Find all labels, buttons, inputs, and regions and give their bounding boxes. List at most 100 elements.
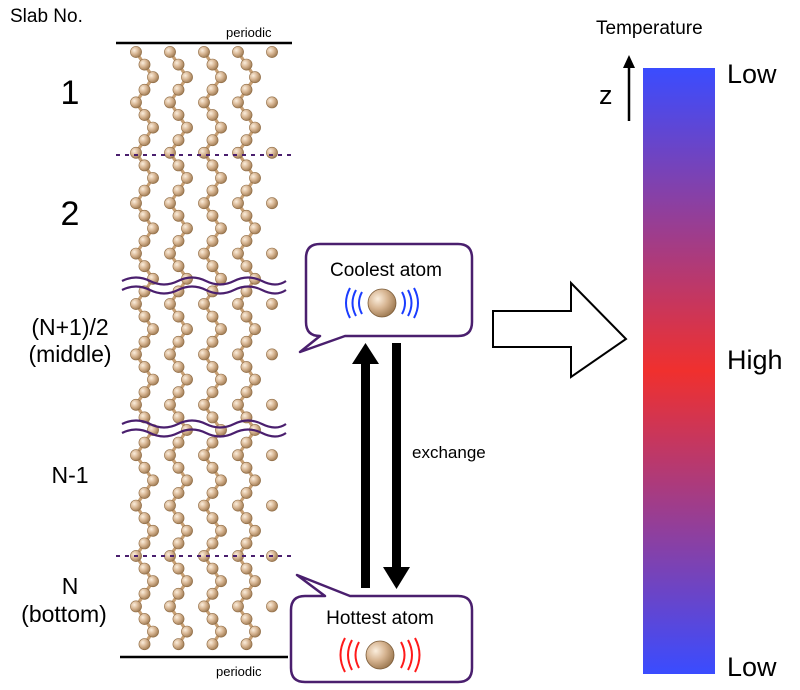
lattice-atom <box>164 247 176 260</box>
lattice-atom <box>240 260 253 273</box>
cool-vibration-waves-icon <box>345 287 419 319</box>
maps-to-arrow-icon <box>492 280 628 379</box>
lattice-atom <box>249 625 261 638</box>
lattice-atom <box>147 323 159 336</box>
slab-label-1: 1 <box>61 74 80 112</box>
lattice-atom <box>266 197 278 210</box>
lattice-atom <box>138 487 151 499</box>
lattice-atom <box>138 109 151 121</box>
lattice-atom <box>172 159 185 172</box>
lattice-atom <box>138 461 151 474</box>
lattice-atom <box>240 436 253 449</box>
lattice-atom <box>249 524 261 537</box>
lattice-atom <box>164 600 176 613</box>
lattice-atom <box>198 398 210 411</box>
lattice-atom <box>138 235 151 247</box>
lattice-atom <box>206 58 219 71</box>
z-axis-label: z <box>599 80 613 110</box>
lattice-atom <box>232 398 244 411</box>
lattice-atom <box>138 83 151 96</box>
lattice-atom <box>249 373 261 386</box>
lattice-atom <box>164 449 176 462</box>
lattice-atom <box>138 613 151 625</box>
lattice-atom <box>206 562 219 575</box>
lattice-atoms <box>130 46 278 651</box>
coolest-atom-icon <box>367 288 397 318</box>
lattice-atom <box>215 121 227 134</box>
slab-label-n-minus-1: N-1 <box>51 462 88 488</box>
lattice-atom <box>232 298 244 310</box>
lattice-atom <box>164 197 176 210</box>
lattice-atom <box>172 58 185 71</box>
lattice-atom <box>206 436 219 449</box>
lattice-atom <box>198 348 210 361</box>
lattice-atom <box>172 562 185 575</box>
exchange-down-arrow <box>383 343 410 589</box>
lattice-atom <box>215 71 227 84</box>
lattice-atom <box>206 487 219 499</box>
lattice-atom <box>172 235 185 247</box>
lattice-atom <box>206 235 219 247</box>
lattice-atom <box>198 197 210 210</box>
lattice-atom <box>130 247 142 260</box>
lattice-atom <box>147 222 159 235</box>
lattice-atom <box>181 121 193 134</box>
lattice-atom <box>138 260 151 273</box>
lattice-atom <box>172 512 185 525</box>
lattice-atom <box>198 499 210 512</box>
lattice-atom <box>215 222 227 235</box>
lattice-atom <box>138 512 151 525</box>
lattice-atom <box>147 625 159 638</box>
lattice-atom <box>215 524 227 537</box>
lattice-atom <box>172 361 185 373</box>
lattice-atom <box>198 247 210 260</box>
lattice-atom <box>172 184 185 197</box>
lattice-atom <box>206 613 219 625</box>
lattice-atom <box>249 323 261 336</box>
coolest-atom-label: Coolest atom <box>330 260 442 281</box>
lattice-atom <box>198 146 210 159</box>
lattice-atom <box>215 373 227 386</box>
lattice-atom <box>240 58 253 71</box>
lattice-atom <box>206 209 219 222</box>
temperature-low-top-label: Low <box>727 59 777 89</box>
lattice-atom <box>266 348 278 361</box>
hottest-atom-bubble <box>289 573 474 684</box>
lattice-atom <box>266 449 278 462</box>
bottom-periodic-label: periodic <box>216 664 262 679</box>
lattice-atom <box>240 386 253 399</box>
lattice-atom <box>240 638 253 651</box>
temperature-gradient-bar <box>643 68 715 674</box>
lattice-atom <box>164 146 176 159</box>
lattice-atom <box>198 600 210 613</box>
lattice-atom <box>130 600 142 613</box>
lattice-atom <box>138 638 151 651</box>
lattice-atom <box>130 197 142 210</box>
lattice-atom <box>249 222 261 235</box>
slab-break-lower <box>121 419 287 438</box>
lattice-atom <box>130 298 142 310</box>
lattice-atom <box>206 587 219 600</box>
lattice-atom <box>172 386 185 399</box>
lattice-atom <box>147 575 159 588</box>
lattice-atom <box>266 96 278 109</box>
lattice-atom <box>266 247 278 260</box>
slab-label-bottom: (bottom) <box>21 601 107 627</box>
lattice-atom <box>172 587 185 600</box>
lattice-atom <box>240 83 253 96</box>
lattice-atom <box>215 625 227 638</box>
lattice-atom <box>164 398 176 411</box>
lattice-atom <box>181 71 193 84</box>
lattice-atom <box>130 348 142 361</box>
lattice-atom <box>164 298 176 310</box>
lattice-atom <box>147 172 159 184</box>
lattice-atom <box>206 638 219 651</box>
lattice-atom <box>206 310 219 323</box>
lattice-atom <box>215 323 227 336</box>
lattice-atom <box>181 222 193 235</box>
lattice-atom <box>138 335 151 348</box>
lattice-atom <box>181 172 193 184</box>
lattice-atom <box>130 398 142 411</box>
lattice-atom <box>164 96 176 109</box>
